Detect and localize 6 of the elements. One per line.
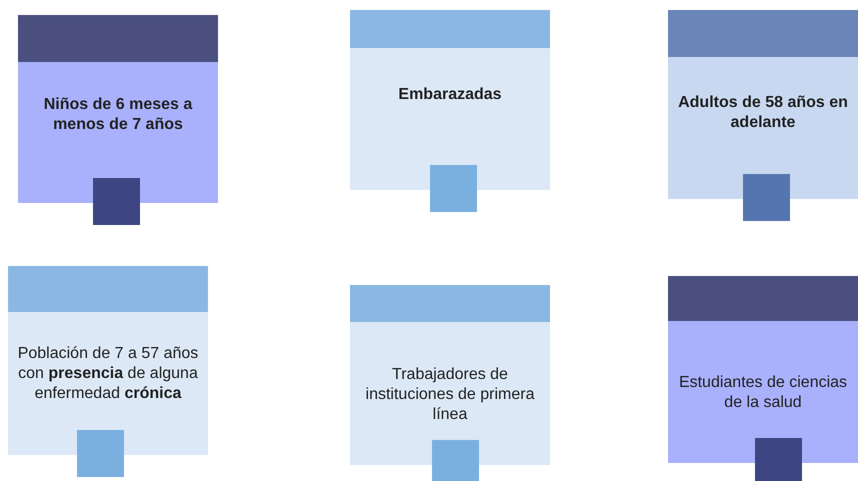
- card-text: Niños de 6 meses a menos de 7 años: [42, 95, 194, 135]
- card-text: Embarazadas: [397, 85, 503, 105]
- card-text: Trabajadores de instituciones de primera línea: [364, 365, 536, 425]
- card-text: Adultos de 58 años en adelante: [677, 93, 849, 133]
- card-text: Población de 7 a 57 años con presencia de alguna enfermedad crónica: [16, 344, 200, 404]
- card-text: Estudiantes de ciencias de la salud: [678, 373, 848, 413]
